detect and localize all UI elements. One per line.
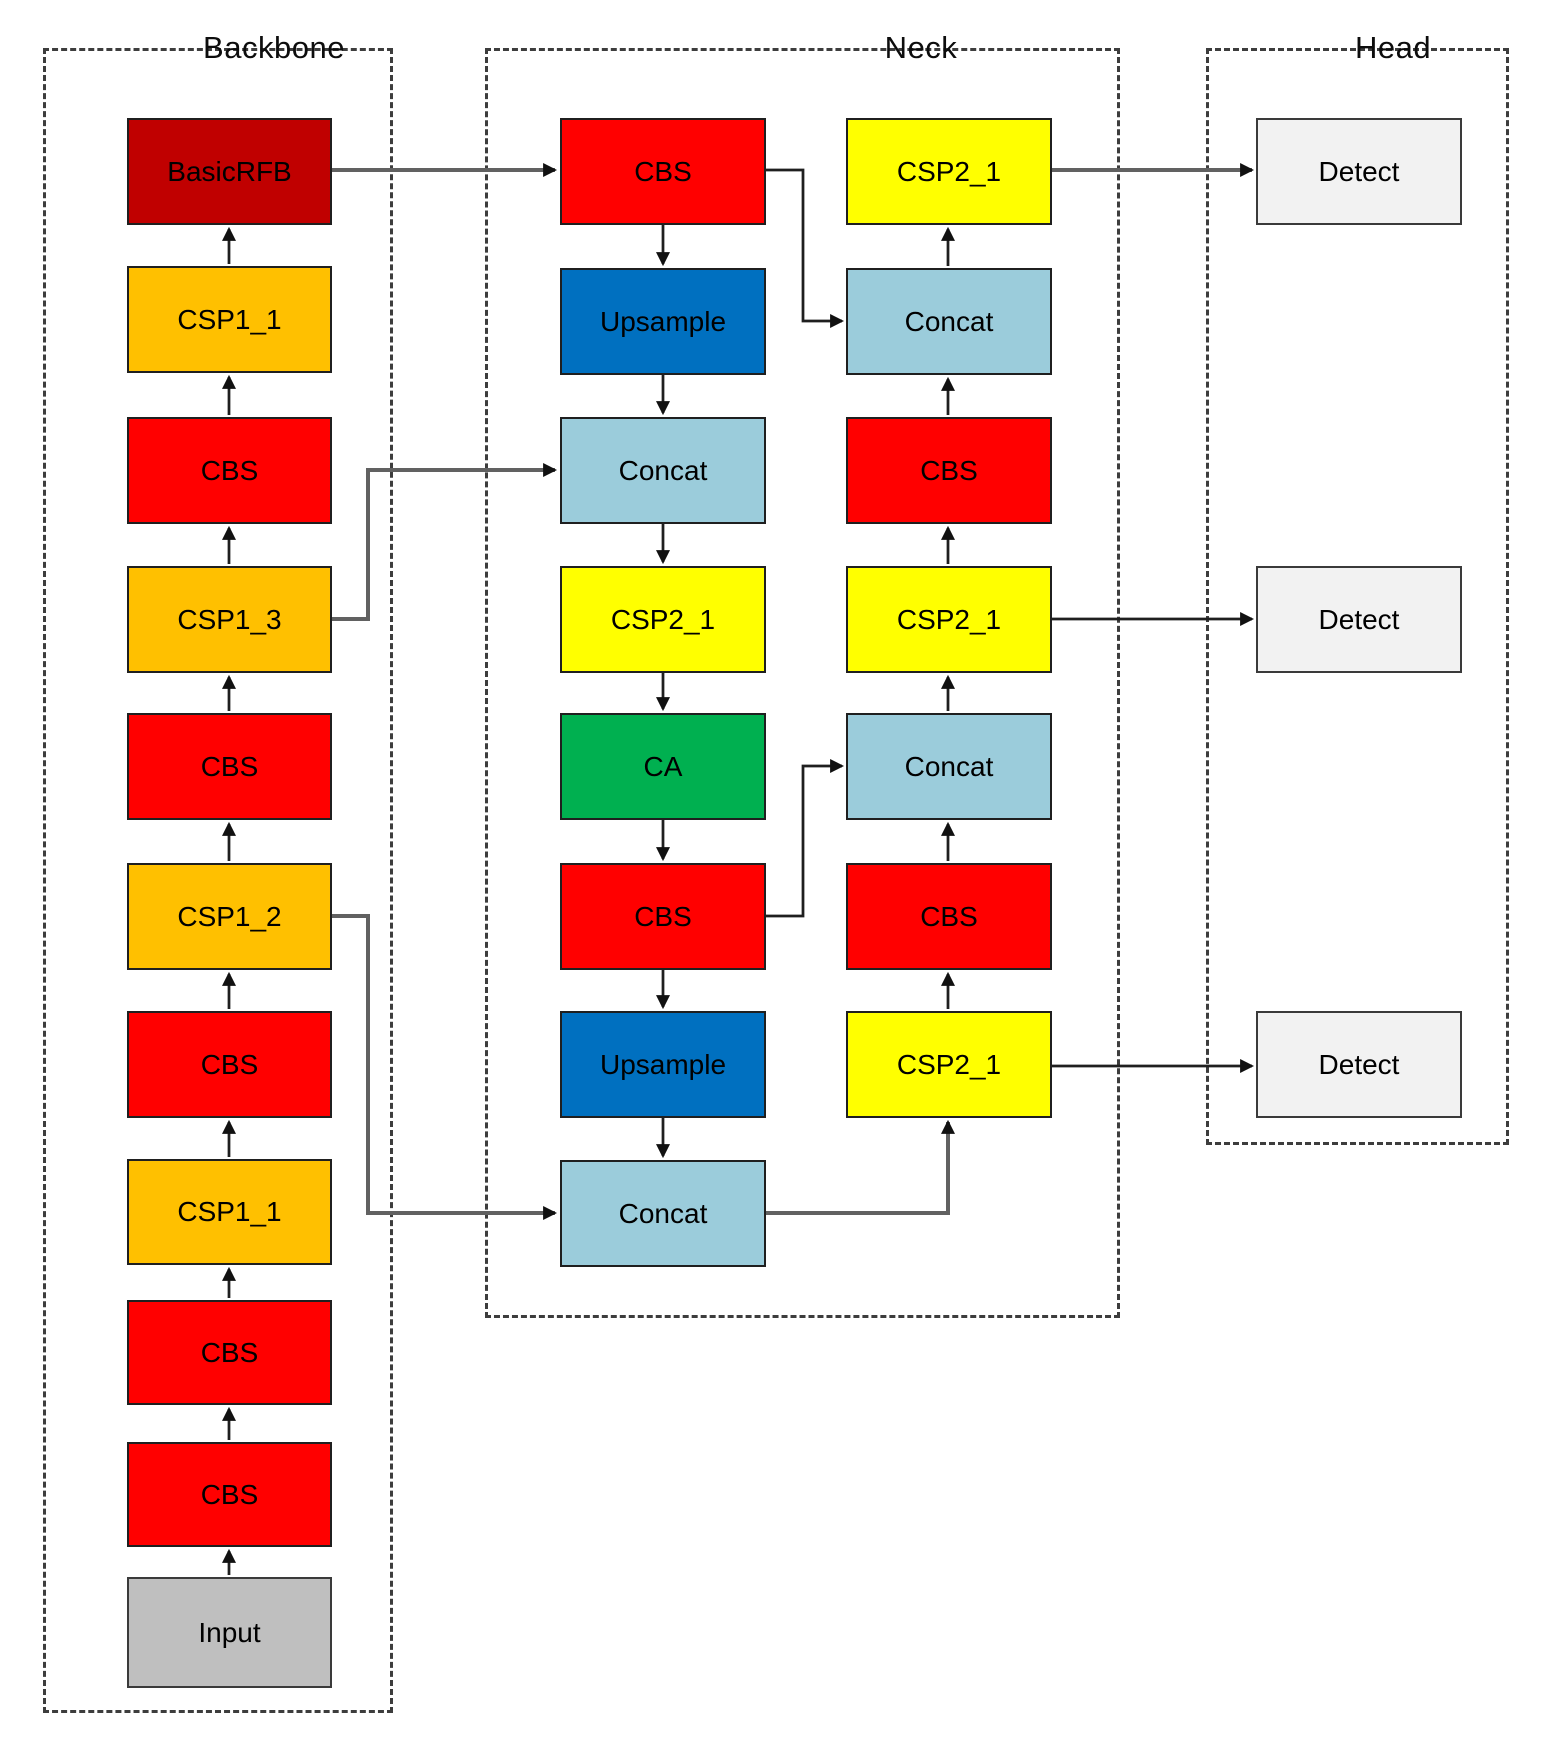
node-nk-cbs-2: CBS bbox=[560, 863, 766, 970]
head-region bbox=[1206, 48, 1509, 1145]
node-nk-csp2-r3: CSP2_1 bbox=[846, 1011, 1052, 1118]
node-bb-cbs-b: CBS bbox=[127, 713, 332, 820]
node-bb-csp1_1-a: CSP1_1 bbox=[127, 266, 332, 373]
neck-title: Neck bbox=[884, 30, 958, 65]
node-bb-input: Input bbox=[127, 1577, 332, 1688]
edge-nk-cbs-1-to-nk-concat-r1 bbox=[766, 168, 845, 328]
node-bb-basicrfb: BasicRFB bbox=[127, 118, 332, 225]
node-bb-csp1_3: CSP1_3 bbox=[127, 566, 332, 673]
edge-nk-concat-2-to-nk-csp2-r3 bbox=[766, 1119, 955, 1215]
node-nk-csp2-r1: CSP2_1 bbox=[846, 118, 1052, 225]
node-nk-concat-r1: Concat bbox=[846, 268, 1052, 375]
edge-bb-csp1_3-to-nk-concat-1 bbox=[332, 463, 558, 621]
node-nk-upsample-2: Upsample bbox=[560, 1011, 766, 1118]
node-nk-csp2-r2: CSP2_1 bbox=[846, 566, 1052, 673]
node-nk-cbs-r2: CBS bbox=[846, 863, 1052, 970]
node-bb-cbs-c: CBS bbox=[127, 1011, 332, 1118]
node-nk-csp2-1: CSP2_1 bbox=[560, 566, 766, 673]
node-hd-detect-3: Detect bbox=[1256, 1011, 1462, 1118]
backbone-region bbox=[43, 48, 393, 1713]
node-bb-csp1_1-b: CSP1_1 bbox=[127, 1159, 332, 1265]
node-hd-detect-2: Detect bbox=[1256, 566, 1462, 673]
node-nk-upsample-1: Upsample bbox=[560, 268, 766, 375]
edge-bb-csp1_2-to-nk-concat-2 bbox=[332, 914, 558, 1220]
head-title: Head bbox=[1354, 30, 1432, 65]
node-nk-cbs-r1: CBS bbox=[846, 417, 1052, 524]
backbone-title: Backbone bbox=[203, 30, 345, 65]
neck-region bbox=[485, 48, 1120, 1318]
node-bb-csp1_2: CSP1_2 bbox=[127, 863, 332, 970]
node-nk-ca: CA bbox=[560, 713, 766, 820]
node-nk-concat-r2: Concat bbox=[846, 713, 1052, 820]
node-bb-cbs-e: CBS bbox=[127, 1442, 332, 1547]
node-nk-concat-2: Concat bbox=[560, 1160, 766, 1267]
edge-nk-cbs-2-to-nk-concat-r2 bbox=[766, 759, 845, 918]
node-nk-cbs-1: CBS bbox=[560, 118, 766, 225]
node-hd-detect-1: Detect bbox=[1256, 118, 1462, 225]
node-nk-concat-1: Concat bbox=[560, 417, 766, 524]
node-bb-cbs-d: CBS bbox=[127, 1300, 332, 1405]
node-bb-cbs-a: CBS bbox=[127, 417, 332, 524]
